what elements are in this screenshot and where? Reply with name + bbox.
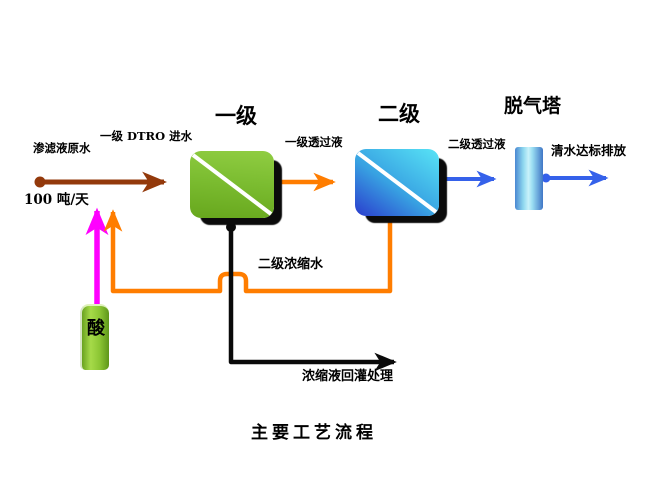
acid-label: 酸 xyxy=(87,318,105,339)
stage1-feed-label: 一级 DTRO 进水 xyxy=(100,129,193,143)
stage2-membrane-unit xyxy=(355,149,439,216)
diagram-title: 主要工艺流程 xyxy=(251,423,377,443)
flow-rate-label: 100 吨/天 xyxy=(24,192,89,208)
stage1-membrane-unit xyxy=(190,151,274,218)
stage2-concentrate-label: 二级浓缩水 xyxy=(258,257,324,272)
clean-water-label: 清水达标排放 xyxy=(551,143,627,158)
degas-tower-title: 脱气塔 xyxy=(504,95,562,117)
stage2-permeate-label: 二级透过液 xyxy=(448,137,506,151)
stage1-diagonal xyxy=(191,153,273,216)
acid-bottle xyxy=(80,304,109,370)
concentrate-return-line xyxy=(228,227,397,372)
degas-tower-column xyxy=(515,147,543,210)
stage2-diagonal xyxy=(356,151,438,214)
stage1-permeate-label: 一级透过液 xyxy=(285,135,343,149)
stage2-title: 二级 xyxy=(378,101,420,126)
concentrate-recycle-line xyxy=(103,209,393,294)
raw-water-label: 渗滤液原水 xyxy=(33,141,91,155)
stage1-title: 一级 xyxy=(215,103,257,128)
concentrate-return-label: 浓缩液回灌处理 xyxy=(302,369,394,384)
